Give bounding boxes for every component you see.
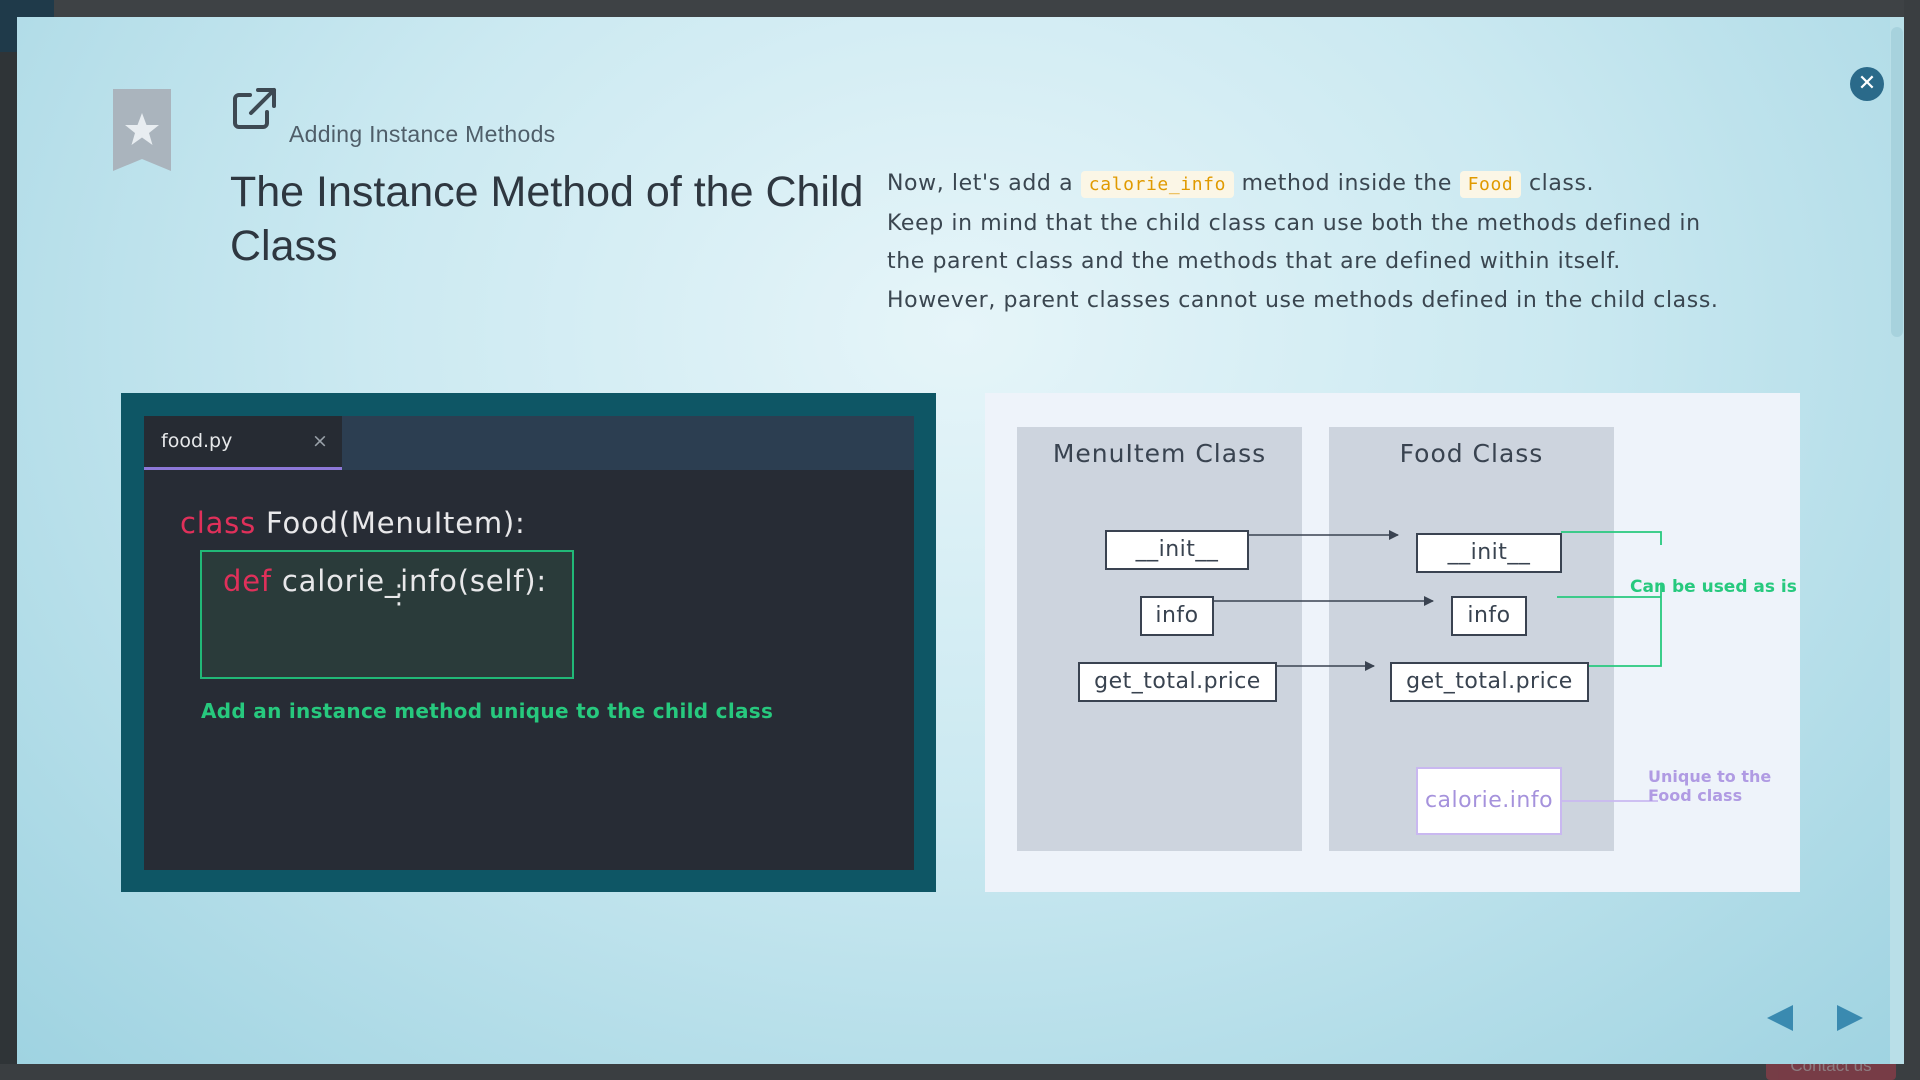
app-bottom-bar (0, 1064, 1920, 1080)
tab-close-icon[interactable]: × (312, 430, 328, 452)
code-annotation: Add an instance method unique to the chi… (201, 699, 774, 723)
editor-tab-bar: food.py × (144, 416, 914, 470)
app-top-bar (0, 0, 1920, 18)
keyword-class: class (180, 506, 256, 540)
app-left-sidebar (0, 0, 18, 1080)
unique-label: Unique to the Food class (1648, 767, 1772, 805)
child-method-init: __init__ (1416, 533, 1562, 573)
close-icon: ✕ (1857, 71, 1877, 96)
code-chip-food: Food (1459, 171, 1522, 198)
class-signature: Food(MenuItem): (256, 506, 526, 540)
description-line-4: However, parent classes cannot use metho… (887, 287, 1719, 313)
parent-method-get-total-price: get_total.price (1078, 662, 1277, 702)
child-class-title: Food Class (1399, 439, 1544, 468)
code-editor-window: food.py × class Food(MenuItem): def calo… (144, 416, 914, 870)
lesson-description: Now, let's add a calorie_info method ins… (887, 165, 1767, 320)
tab-food-py[interactable]: food.py × (144, 416, 342, 470)
code-line-class: class Food(MenuItem): (180, 506, 526, 540)
inheritance-arrows (1197, 530, 1434, 671)
parent-class-column: MenuItem Class (1017, 427, 1302, 851)
tab-label: food.py (161, 430, 233, 452)
inherited-bracket (1557, 531, 1662, 667)
code-editor-panel: food.py × class Food(MenuItem): def calo… (121, 393, 936, 892)
triangle-left-icon[interactable] (1765, 1003, 1795, 1033)
child-method-calorie-info: calorie.info (1416, 767, 1562, 835)
page-scrollbar[interactable] (1904, 0, 1920, 1080)
inheritance-diagram: MenuItem Class Food Class (985, 393, 1800, 892)
inherited-label: Can be used as is (1630, 577, 1797, 597)
keyword-def: def (223, 564, 272, 598)
parent-method-info: info (1140, 596, 1214, 636)
child-method-info: info (1451, 596, 1527, 636)
external-link-icon[interactable] (232, 87, 278, 131)
parent-method-init: __init__ (1105, 530, 1249, 570)
code-line-def: def calorie_info(self): (223, 564, 547, 598)
description-line-1: Now, let's add a calorie_info method ins… (887, 171, 1595, 198)
triangle-right-icon[interactable] (1835, 1003, 1865, 1033)
code-chip-calorie-info: calorie_info (1080, 171, 1235, 198)
modal-scrollbar[interactable] (1890, 17, 1904, 1064)
method-highlight-box (200, 550, 574, 679)
method-signature: calorie_info(self): (271, 564, 547, 598)
child-method-get-total-price: get_total.price (1390, 662, 1589, 702)
breadcrumb: Adding Instance Methods (289, 121, 556, 147)
modal-scroll-thumb[interactable] (1891, 27, 1903, 337)
bookmark-star-icon[interactable] (113, 89, 171, 171)
parent-class-title: MenuItem Class (1052, 439, 1267, 468)
ellipsis-vertical: ⋮ (386, 580, 412, 610)
description-line-2: Keep in mind that the child class can us… (887, 210, 1701, 236)
lesson-modal: ✕ Adding Instance Methods The Instance M… (17, 17, 1904, 1064)
page-title: The Instance Method of the Child Class (230, 168, 864, 270)
diagram-connectors (1197, 530, 1662, 802)
close-button[interactable]: ✕ (1850, 67, 1884, 101)
description-line-3: the parent class and the methods that ar… (887, 249, 1621, 274)
